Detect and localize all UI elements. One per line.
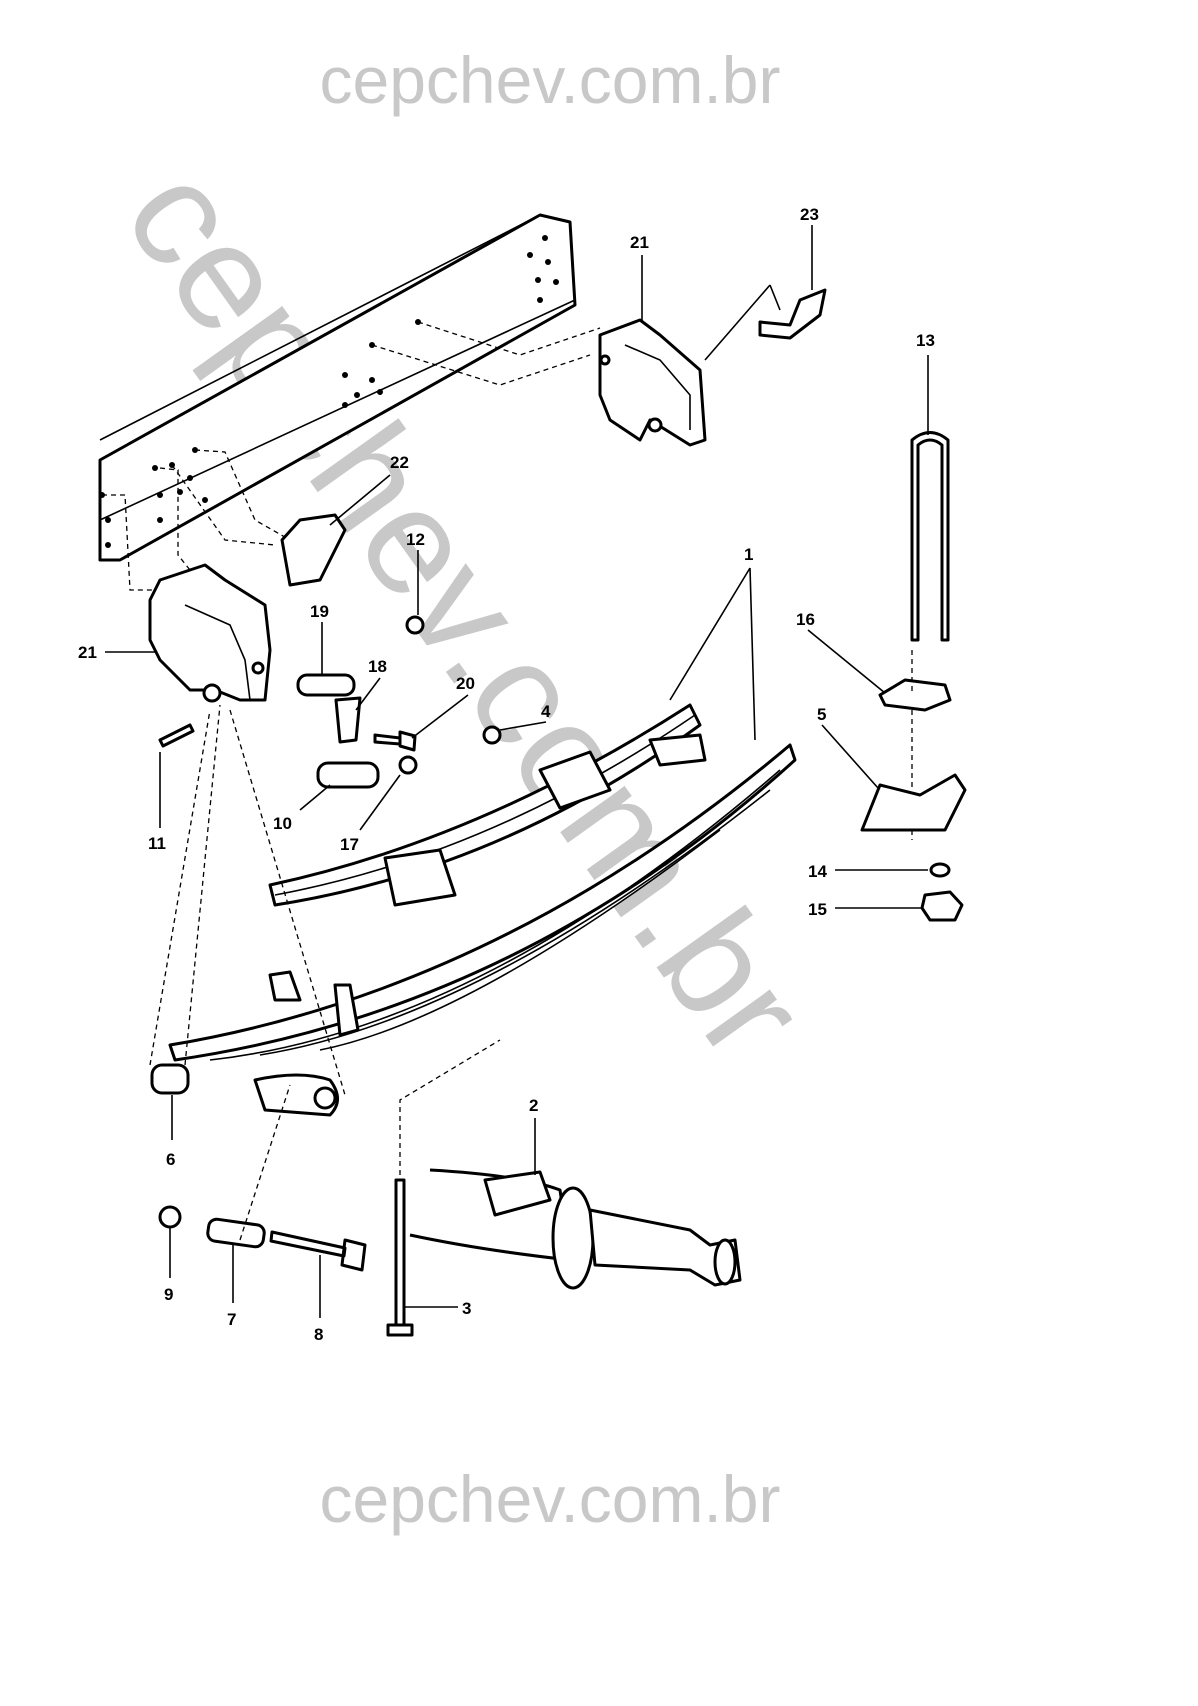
callout-2: 2 bbox=[529, 1096, 538, 1115]
callout-4: 4 bbox=[541, 702, 551, 721]
pin bbox=[296, 673, 356, 697]
sleeve-7 bbox=[206, 1217, 266, 1249]
bolt-20 bbox=[373, 730, 417, 752]
main-leaf-spring bbox=[168, 733, 797, 1117]
callout-6: 6 bbox=[166, 1150, 175, 1169]
callout-14: 14 bbox=[808, 862, 827, 881]
callout-17: 17 bbox=[340, 835, 359, 854]
bushing-6 bbox=[150, 1063, 190, 1095]
bolt-8 bbox=[269, 1230, 367, 1272]
bolt-3 bbox=[386, 1178, 414, 1337]
nut-9 bbox=[158, 1205, 182, 1229]
leader-lines bbox=[105, 225, 929, 1318]
nut-15 bbox=[920, 890, 964, 922]
callout-20: 20 bbox=[456, 674, 475, 693]
helper-leaf-spring bbox=[268, 703, 702, 907]
callout-5: 5 bbox=[817, 705, 826, 724]
callout-10: 10 bbox=[273, 814, 292, 833]
callout-21-lower: 21 bbox=[78, 643, 97, 662]
callout-12: 12 bbox=[406, 530, 425, 549]
callout-18: 18 bbox=[368, 657, 387, 676]
nut bbox=[405, 615, 425, 635]
spring-seat-5 bbox=[860, 773, 967, 832]
callout-21-upper: 21 bbox=[630, 233, 649, 252]
callout-9: 9 bbox=[164, 1285, 173, 1304]
lock-plate bbox=[334, 696, 362, 744]
nut-17 bbox=[398, 755, 418, 775]
callout-23: 23 bbox=[800, 205, 819, 224]
callout-8: 8 bbox=[314, 1325, 323, 1344]
callout-11: 11 bbox=[148, 834, 166, 853]
bump-stop-bracket bbox=[280, 513, 347, 587]
callout-15: 15 bbox=[808, 900, 827, 919]
callouts: 23 21 13 22 12 1 16 19 21 18 20 4 5 11 1… bbox=[78, 205, 935, 1344]
callout-22: 22 bbox=[390, 453, 409, 472]
nut-4 bbox=[482, 725, 502, 745]
callout-16: 16 bbox=[796, 610, 815, 629]
plate-16 bbox=[878, 678, 952, 712]
rear-spring-hanger bbox=[598, 318, 707, 447]
callout-7: 7 bbox=[227, 1310, 236, 1329]
callout-19: 19 bbox=[310, 602, 329, 621]
u-bolt bbox=[910, 431, 950, 642]
bolt-11 bbox=[158, 723, 195, 748]
callout-1: 1 bbox=[744, 545, 753, 564]
bushing-10 bbox=[316, 761, 380, 789]
callout-3: 3 bbox=[462, 1299, 471, 1318]
washer-14 bbox=[929, 862, 951, 878]
watermark-top: cepchev.com.br bbox=[320, 43, 781, 117]
callout-13: 13 bbox=[916, 331, 935, 350]
wear-plate bbox=[758, 288, 827, 340]
front-spring-hanger bbox=[148, 563, 272, 703]
axle bbox=[409, 1168, 742, 1290]
frame-rail bbox=[98, 213, 601, 591]
watermark-bottom: cepchev.com.br bbox=[320, 1462, 781, 1536]
